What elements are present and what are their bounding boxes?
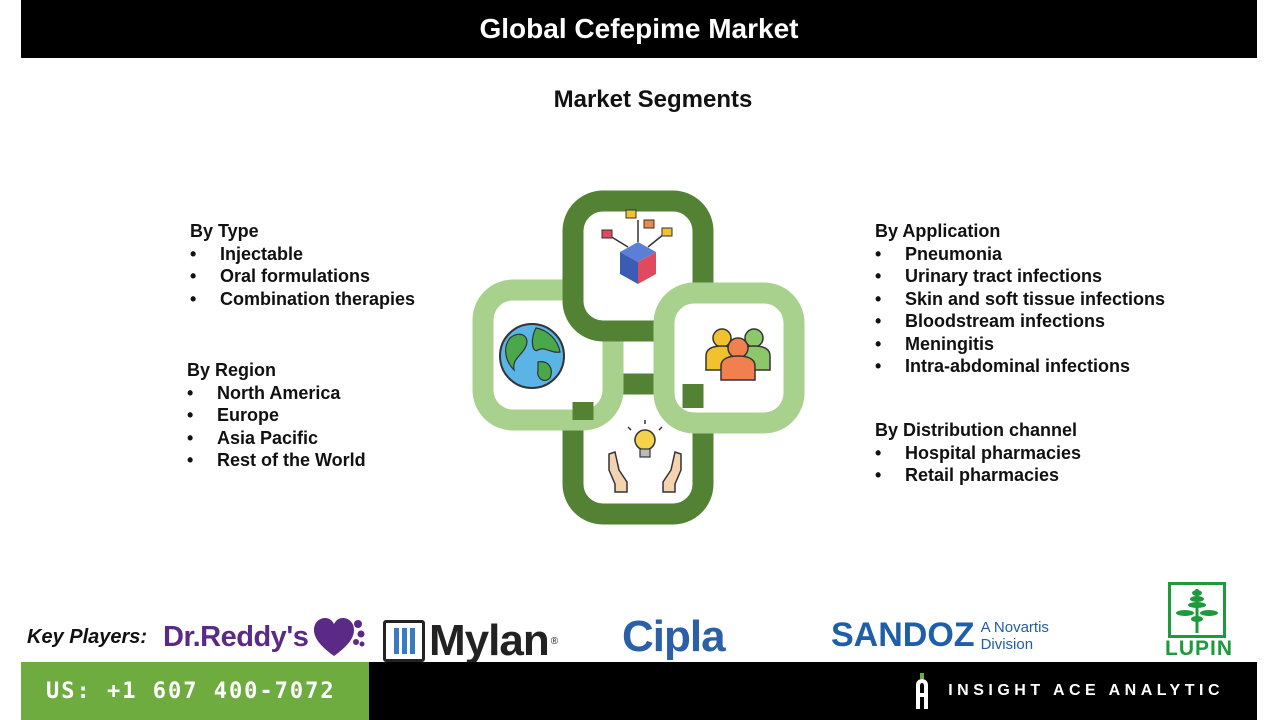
list-item: • Oral formulations [190,265,415,288]
page-title: Global Cefepime Market [479,13,799,44]
list-item: • Asia Pacific [187,427,366,450]
footer-brand-bar: INSIGHT ACE ANALYTIC [369,662,1257,720]
list-item-label: North America [217,382,341,403]
list-item: • Injectable [190,243,415,266]
list-item-label: Skin and soft tissue infections [905,288,1166,309]
list-item-label: Intra-abdominal infections [905,356,1131,376]
mylan-registered-mark: ® [550,635,559,647]
list-item-label: Meningitis [905,333,994,354]
segment-list: • North America • Europe • Asia Pacific • Re… [187,382,366,472]
segment-list: • Pneumonia • Urinary tract infections • Sk… [875,243,1165,378]
footer-phone-bar: US: +1 607 400-7072 [21,662,369,720]
bullet: • [875,288,882,309]
list-item-label: Urinary tract infections [905,266,1103,286]
bullet: • [875,311,882,331]
title-bar: Global Cefepime Market [21,0,1257,58]
drreddys-heart-icon [314,618,365,656]
list-item-label: Oral formulations [220,266,371,286]
people-group-icon [705,328,771,381]
sandoz-logo-text: SANDOZ [831,616,975,654]
list-item-label: Retail pharmacies [905,465,1060,485]
list-item: • Bloodstream infections [875,310,1165,333]
sandoz-subtitle: A Novartis Division [981,619,1049,653]
bullet: • [187,382,194,403]
sandoz-logo: SANDOZ A Novartis Division [831,616,1049,655]
list-item: • Skin and soft tissue infections [875,288,1165,311]
list-item-label: Bloodstream infections [905,311,1106,331]
bullet: • [875,243,882,264]
list-item-label: Combination therapies [220,288,416,309]
list-item: • Intra-abdominal infections [875,355,1165,378]
mylan-mark-icon [383,620,425,662]
page-subtitle: Market Segments [553,86,753,113]
bullet: • [190,288,197,309]
list-item: • Retail pharmacies [875,464,1081,487]
list-item: • Rest of the World [187,449,366,472]
list-item: • Meningitis [875,333,1165,356]
list-item-label: Europe [217,405,280,425]
mylan-logo: Mylan ® [383,616,559,665]
list-item-label: Rest of the World [217,450,366,470]
segment-heading: By Region [187,360,277,380]
drreddys-logo: Dr.Reddy's [163,614,366,660]
lightbulb-hands-icon [608,420,682,493]
phone-number: US: +1 607 400-7072 [46,678,336,704]
list-item: • Hospital pharmacies [875,442,1081,465]
list-item-label: Hospital pharmacies [905,442,1082,463]
insightace-logo-icon [916,673,929,709]
bullet: • [190,243,197,264]
lupin-plant-icon [1168,582,1226,638]
segment-heading: By Application [875,221,1001,241]
globe-icon [499,323,565,389]
segments-graphic [472,190,805,525]
segment-by-application: By Application • Pneumonia • Urinary tract… [875,220,1165,378]
bullet: • [187,450,194,470]
blocks-cube-icon [601,209,673,284]
sandoz-subtitle-line: A Novartis [980,618,1049,636]
bullet: • [187,405,194,425]
lupin-logo-text: LUPIN [1165,637,1233,660]
bullet: • [190,266,197,286]
segment-list: • Hospital pharmacies • Retail pharmacies [875,442,1081,487]
list-item-label: Pneumonia [905,243,1003,264]
sandoz-subtitle-line: Division [980,635,1034,653]
bullet: • [875,442,882,463]
segment-by-region: By Region • North America • Europe • Asia P… [187,359,366,472]
segment-heading: By Distribution channel [875,420,1078,440]
segment-by-type: By Type • Injectable • Oral formulations •… [190,220,415,310]
list-item-label: Injectable [220,243,304,264]
list-item: • Urinary tract infections [875,265,1165,288]
bullet: • [875,356,882,376]
drreddys-logo-text: Dr.Reddy's [163,620,309,653]
lupin-logo: LUPIN [1140,582,1258,660]
bullet: • [875,465,882,485]
mylan-logo-text: Mylan [429,616,550,665]
segment-heading: By Type [190,221,259,241]
brand-name: INSIGHT ACE ANALYTIC [948,682,1224,699]
list-item: • Combination therapies [190,288,415,311]
key-players-label: Key Players: [27,626,148,648]
list-item: • North America [187,382,366,405]
bullet: • [875,333,882,354]
list-item: • Pneumonia [875,243,1165,266]
segment-list: • Injectable • Oral formulations • Combinat… [190,243,415,311]
segment-by-distribution: By Distribution channel • Hospital pharma… [875,419,1081,487]
list-item: • Europe [187,404,366,427]
bullet: • [875,266,882,286]
bullet: • [187,427,194,448]
list-item-label: Asia Pacific [217,427,319,448]
cipla-logo: Cipla [622,612,726,661]
